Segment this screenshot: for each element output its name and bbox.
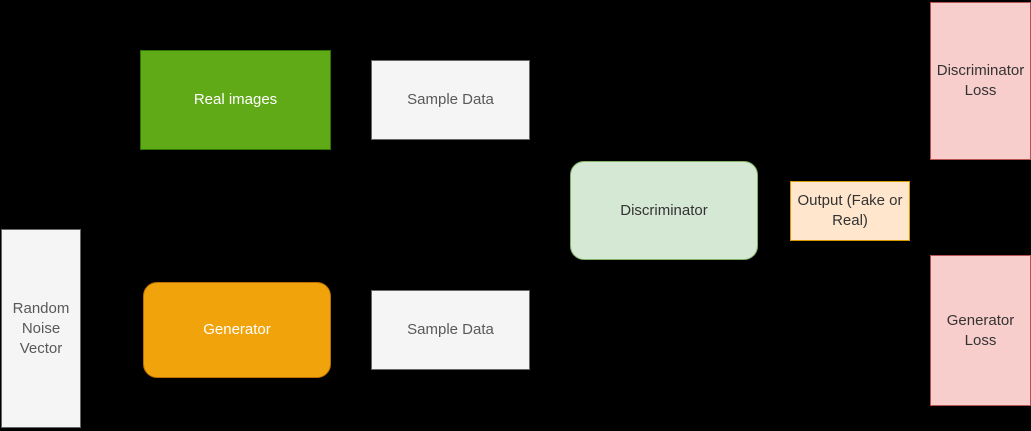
node-real-images: Real images <box>140 50 331 150</box>
node-generator: Generator <box>143 282 331 378</box>
node-discriminator-loss-label: Discriminator Loss <box>936 62 1025 99</box>
node-sample-data-bottom: Sample Data <box>371 290 530 370</box>
node-generator-loss: Generator Loss <box>930 255 1031 406</box>
node-real-images-label: Real images <box>193 91 278 108</box>
node-discriminator-label: Discriminator <box>620 201 708 219</box>
node-generator-loss-label: Generator Loss <box>946 311 1015 349</box>
node-sample-data-top-label: Sample Data <box>407 91 494 108</box>
node-output-fake-or-real: Output (Fake or Real) <box>790 181 910 241</box>
node-random-noise-vector-label: Random Noise Vector <box>12 299 70 357</box>
node-discriminator: Discriminator <box>570 161 758 260</box>
node-output-fake-or-real-label: Output (Fake or Real) <box>797 192 903 229</box>
node-sample-data-bottom-label: Sample Data <box>407 321 494 338</box>
node-random-noise-vector: Random Noise Vector <box>1 229 81 428</box>
node-discriminator-loss: Discriminator Loss <box>930 2 1031 160</box>
node-sample-data-top: Sample Data <box>371 60 530 140</box>
node-generator-label: Generator <box>203 321 271 338</box>
